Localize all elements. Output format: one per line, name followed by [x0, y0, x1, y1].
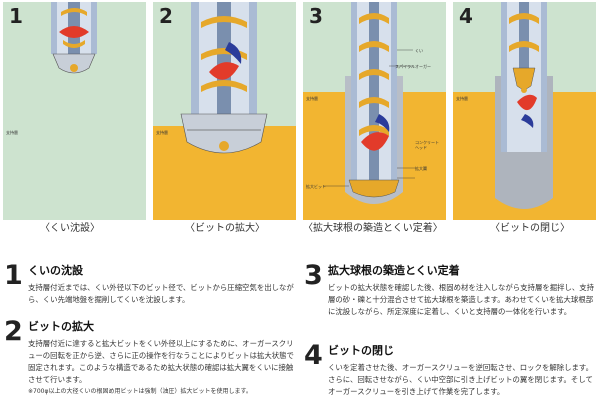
- panel-4-caption: 〈ビットの閉じ〉: [490, 223, 570, 234]
- expanded-bit: [180, 113, 268, 154]
- panel-2-caption: 〈ビットの拡大〉: [185, 223, 265, 234]
- panel-number: 1: [9, 4, 23, 28]
- section-4: 4 ビットの閉じ くいを定着させた後、オーガースクリューを逆回転させ、ロックを解…: [304, 342, 598, 402]
- section-body: 支持層付近までは、くい外径以下のビット径で、ビットから圧縮空気を出しながら、くい…: [28, 283, 294, 304]
- section-body: 支持層付近に達すると拡大ビットをくい外径以上にするために、オーガースクリューの回…: [28, 339, 294, 384]
- spiral-blue: [521, 114, 534, 128]
- spiral-blade: [61, 8, 87, 16]
- label-expansion-wing: 拡大翼: [415, 166, 427, 171]
- spiral-red: [59, 26, 89, 38]
- spiral-blade: [201, 80, 247, 92]
- label-support-layer: 支持層: [456, 96, 468, 101]
- label-support-layer: 支持層: [156, 130, 168, 135]
- panel-1-caption: 〈くい沈設〉: [40, 223, 100, 234]
- panel-4: 4 支持層: [453, 2, 596, 220]
- label-expansion-bit: 拡大ビット: [306, 184, 326, 189]
- section-2: 2 ビットの拡大 支持層付近に達すると拡大ビットをくい外径以上にするために、オー…: [4, 318, 298, 402]
- spiral-blue: [375, 114, 390, 132]
- panel-1-diagram: [3, 2, 146, 220]
- section-title: くいの沈設: [28, 264, 83, 277]
- section-body: ビットの拡大状態を確認した後、根固め材を注入しながら支持層を掘拌し、支持層の砂・…: [328, 283, 595, 316]
- label-pile: くい: [415, 48, 423, 53]
- spiral-blue: [225, 42, 242, 64]
- spiral-red: [209, 62, 239, 80]
- section-3: 3 拡大球根の築造とくい定着 ビットの拡大状態を確認した後、根固め材を注入しなが…: [304, 262, 598, 340]
- section-body: くいを定着させた後、オーガースクリューを逆回転させ、ロックを解除します。さらに、…: [328, 363, 593, 396]
- section-number: 2: [4, 316, 23, 347]
- panel-2-diagram: [153, 2, 296, 220]
- drill-bit: [52, 53, 96, 74]
- label-support-layer: 支持層: [306, 96, 318, 101]
- spiral-blade-2: [63, 40, 85, 48]
- spiral-red: [361, 132, 389, 151]
- panel-2: 2 支持層: [153, 2, 296, 220]
- expanded-bit: [348, 179, 400, 198]
- section-title: ビットの閉じ: [328, 344, 394, 357]
- section-number: 4: [304, 340, 323, 371]
- section-1: 1 くいの沈設 支持層付近までは、くい外径以下のビット径で、ビットから圧縮空気を…: [4, 262, 294, 322]
- section-title: 拡大球根の築造とくい定着: [328, 264, 460, 277]
- spiral-red: [517, 94, 537, 111]
- bit-tip: [70, 64, 78, 72]
- label-spiral-auger: スパイラルオーガー: [395, 64, 431, 69]
- section-note: ※700φ以上の大径くいの根固め用ビットは強制（油圧）拡大ビットを使用します。: [28, 388, 252, 395]
- section-number: 3: [304, 260, 323, 291]
- panel-number: 4: [459, 4, 473, 28]
- panel-1: 1: [3, 2, 146, 220]
- panel-3-diagram: [303, 2, 446, 220]
- section-number: 1: [4, 260, 23, 291]
- panel-3-caption: 〈拡大球根の築造とくい定着〉: [303, 223, 443, 234]
- bit-tip: [219, 141, 229, 151]
- panel-number: 2: [159, 4, 173, 28]
- panel-number: 3: [309, 4, 323, 28]
- spiral-blade: [201, 16, 247, 28]
- label-concrete-head: コンクリートヘッド: [415, 140, 439, 150]
- panel-3: 3 くい スパイラルオーガー 支持層 コンクリートヘッド 拡大翼 拡大ビット: [303, 2, 446, 220]
- panel-4-diagram: [453, 2, 596, 220]
- panel-1-label-support-layer: 支持層: [6, 130, 18, 135]
- section-title: ビットの拡大: [28, 320, 94, 333]
